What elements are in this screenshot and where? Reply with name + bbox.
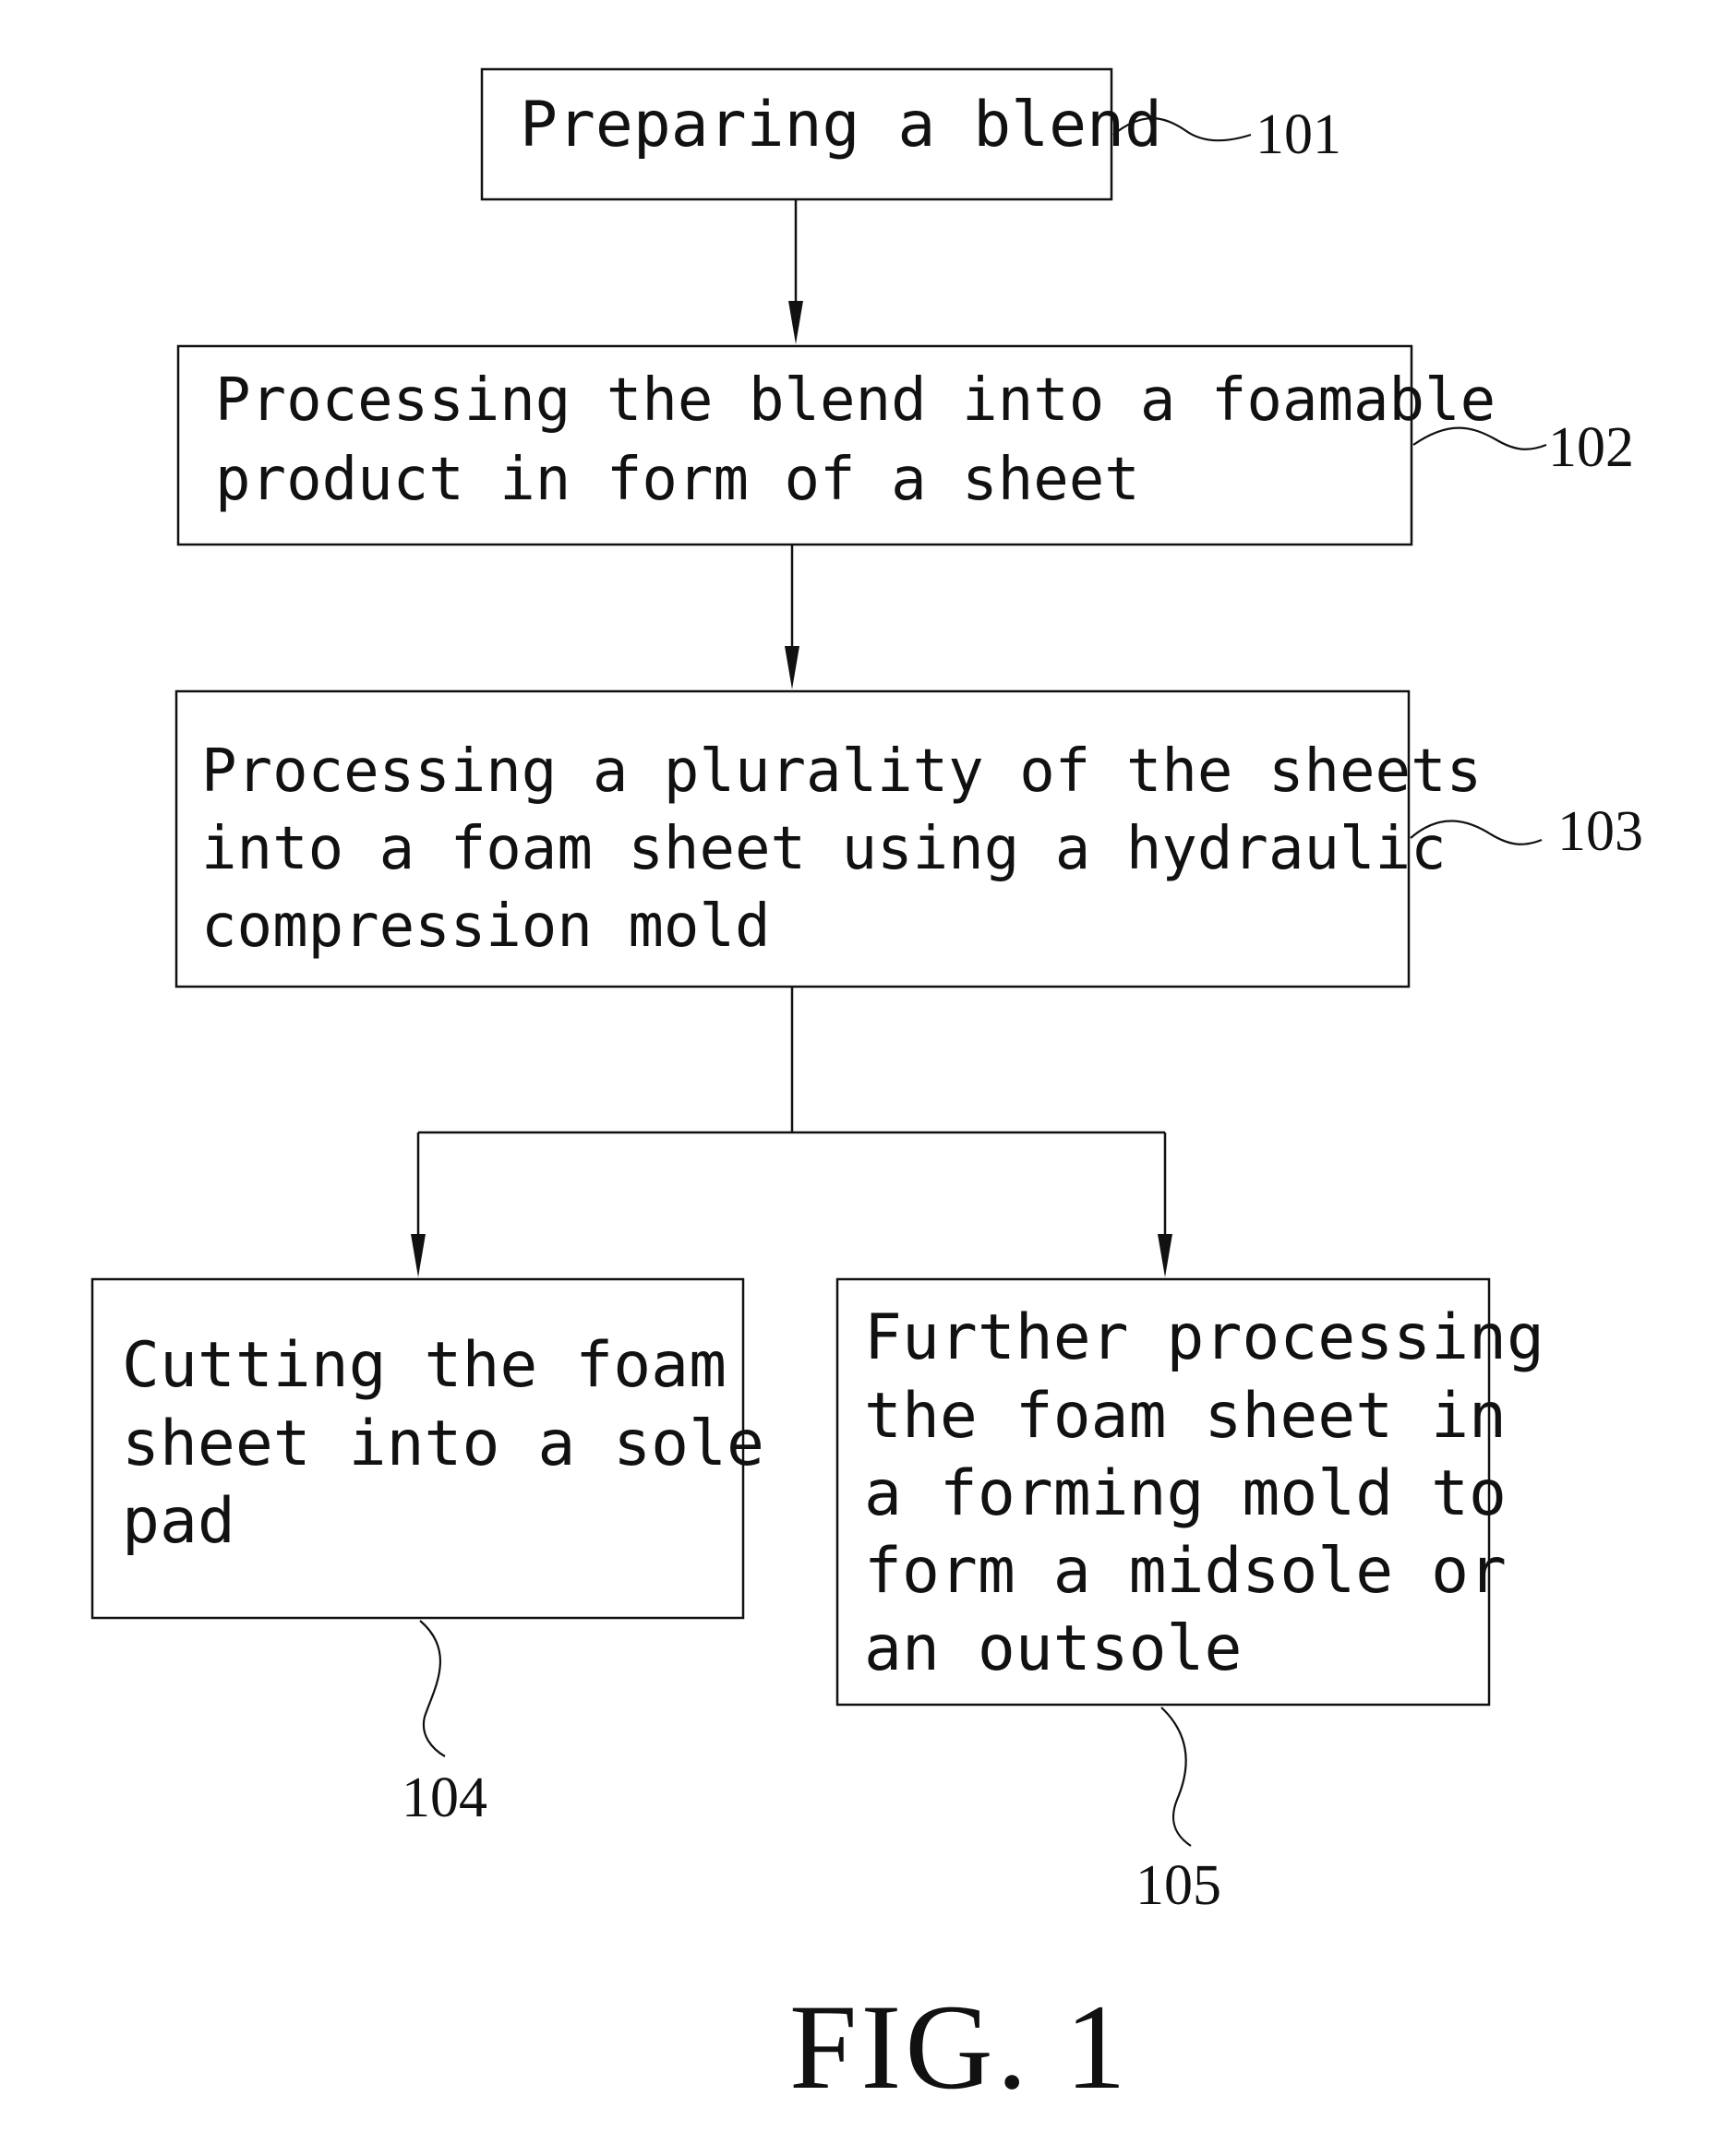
leader-line-105 (1161, 1707, 1191, 1846)
step-105-line-5: an outsole (864, 1612, 1242, 1685)
step-105-line-1: Further processing (864, 1301, 1544, 1374)
arrowhead-to-105 (1158, 1234, 1172, 1277)
step-102-line-1: Processing the blend into a foamable (215, 366, 1496, 435)
step-105-line-4: form a midsole or (864, 1535, 1507, 1608)
step-103-line-3: compression mold (201, 892, 771, 961)
step-105-line-3: a forming mold to (864, 1457, 1507, 1530)
ref-label-102: 102 (1548, 416, 1634, 479)
arrowhead-to-104 (411, 1234, 426, 1277)
step-101-line-1: Preparing a blend (520, 89, 1162, 162)
leader-line-104 (420, 1621, 445, 1756)
step-105-line-2: the foam sheet in (864, 1380, 1507, 1453)
step-103-line-1: Processing a plurality of the sheets (201, 737, 1482, 806)
arrowhead-to-102 (788, 301, 803, 344)
ref-label-104: 104 (402, 1767, 487, 1829)
step-104-line-2: sheet into a sole (122, 1407, 764, 1480)
arrowhead-to-103 (785, 646, 799, 689)
ref-label-103: 103 (1557, 800, 1643, 863)
step-text-101: Preparing a blend (520, 89, 1162, 162)
figure-label: FIG. 1 (789, 1979, 1130, 2114)
ref-label-101: 101 (1255, 103, 1341, 166)
step-103-line-2: into a foam sheet using a hydraulic (201, 815, 1447, 883)
step-104-line-1: Cutting the foam (122, 1329, 727, 1402)
ref-label-105: 105 (1135, 1854, 1221, 1917)
step-104-line-3: pad (122, 1485, 235, 1558)
step-102-line-2: product in form of a sheet (215, 446, 1140, 514)
